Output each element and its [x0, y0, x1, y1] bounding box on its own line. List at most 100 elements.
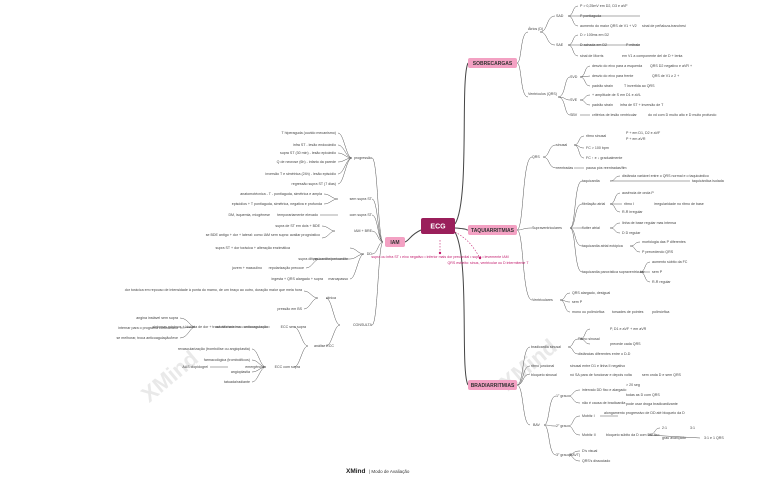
- node-sem-supra: sem supra ST: [350, 197, 373, 201]
- svg-text:FC > 100 bpm: FC > 100 bpm: [586, 146, 609, 150]
- topic-taquiarritmias[interactable]: TAQUIARRITMIAS: [468, 225, 517, 235]
- svg-text:P precedendo QRS: P precedendo QRS: [642, 250, 674, 254]
- svg-text:morfologia das P diferentes: morfologia das P diferentes: [642, 240, 686, 244]
- svg-text:jovem + masculino: jovem + masculino: [231, 266, 262, 270]
- svg-text:infra de ST + inversão de T: infra de ST + inversão de T: [620, 103, 664, 107]
- node-sbv: SBV: [570, 113, 578, 117]
- taqui-note-connector: [454, 231, 481, 259]
- svg-text:Mobitz II: Mobitz II: [582, 433, 596, 437]
- svg-text:ritmo sinusal: ritmo sinusal: [586, 134, 606, 138]
- svg-text:D D regular: D D regular: [622, 231, 641, 235]
- svg-text:QRS de V1 ≥ 2 +: QRS de V1 ≥ 2 +: [652, 74, 679, 78]
- svg-text:clínica: clínica: [326, 296, 336, 300]
- node-sve: SVE: [570, 98, 578, 102]
- footer-mode: | Modo de Avaliação: [369, 469, 410, 474]
- svg-text:distâncias diferentes entre o: distâncias diferentes entre o D-D: [578, 352, 631, 356]
- node-bav: BAV: [533, 423, 541, 427]
- svg-text:aumento súbito da FC: aumento súbito da FC: [652, 260, 688, 264]
- node-bradicardia-sinusal: bradicardia sinusal: [531, 345, 561, 349]
- svg-text:taquicardia: taquicardia: [582, 179, 600, 183]
- svg-text:T invertida ao QRS: T invertida ao QRS: [624, 84, 655, 88]
- node-sad: SAD: [556, 14, 564, 18]
- svg-text:QRS D2 negativo e aVR +: QRS D2 negativo e aVR +: [650, 64, 692, 68]
- svg-text:desvio do eixo para a esquerda: desvio do eixo para a esquerda: [592, 64, 642, 68]
- svg-text:episódios + T pontiaguda, simé: episódios + T pontiaguda, simétrica, neg…: [232, 202, 322, 206]
- node-svd: SVD: [570, 75, 578, 79]
- node-ventriculares: Ventriculares: [532, 298, 553, 302]
- node-com-supra: com supra ST: [350, 213, 373, 217]
- svg-text:todas as D com QRS: todas as D com QRS: [626, 393, 660, 397]
- svg-text:3:1 e 1 QRS: 3:1 e 1 QRS: [704, 436, 724, 440]
- svg-text:QRS alargado, desigual: QRS alargado, desigual: [572, 291, 610, 295]
- svg-text:se melhorar, troca anticoagula: se melhorar, troca anticoagulação/leve: [116, 336, 178, 340]
- iam-note: supra ou infra ST • eixo negativo • infe…: [371, 255, 508, 259]
- svg-text:IAM: IAM: [390, 240, 399, 246]
- svg-text:padrão strain: padrão strain: [592, 103, 613, 107]
- svg-text:pressão em BS: pressão em BS: [277, 307, 302, 311]
- svg-text:Q de necrose (6h) - infarto da: Q de necrose (6h) - infarto da parede: [277, 160, 336, 164]
- svg-text:farmacológica (trombolíticos): farmacológica (trombolíticos): [204, 358, 250, 362]
- svg-text:P + em D1, D2 e aVF: P + em D1, D2 e aVF: [626, 131, 661, 135]
- svg-text:ECC sem supra: ECC sem supra: [281, 325, 306, 329]
- svg-text:FC ↑ e ↓ gradualmente: FC ↑ e ↓ gradualmente: [586, 156, 622, 160]
- svg-text:TAQUIARRITMIAS: TAQUIARRITMIAS: [471, 228, 515, 234]
- svg-text:AAS clopidogrel: AAS clopidogrel: [182, 365, 208, 369]
- topic-iam[interactable]: IAM: [385, 237, 405, 247]
- svg-text:torsades de pointes: torsades de pointes: [612, 310, 644, 314]
- svg-text:sinal de peñaloza-tranchesi: sinal de peñaloza-tranchesi: [642, 24, 686, 28]
- svg-text:P, D1 e aVF + em aVR: P, D1 e aVF + em aVR: [610, 327, 647, 331]
- node-qrs: QRS: [532, 155, 540, 159]
- svg-text:supra ST + dor torácica + alte: supra ST + dor torácica + alteração enzi…: [216, 246, 290, 250]
- central-topic[interactable]: ECG: [421, 218, 455, 234]
- svg-text:análise ECC: análise ECC: [314, 344, 334, 348]
- svg-text:polimórfica: polimórfica: [652, 310, 669, 314]
- svg-text:regressão supra ST (7 dias): regressão supra ST (7 dias): [292, 182, 336, 186]
- topic-bradiarritmias[interactable]: BRADIARRITMIAS: [468, 380, 517, 390]
- svg-text:D's visual: D's visual: [582, 449, 597, 453]
- svg-text:sintomas mínimos + história de: sintomas mínimos + história de dor + tro…: [153, 325, 235, 329]
- svg-text:2:1: 2:1: [662, 426, 667, 430]
- svg-text:supra ST (30 min) - lesão epic: supra ST (30 min) - lesão epicárdio: [280, 151, 336, 155]
- svg-text:irregularidade no ritmo de bas: irregularidade no ritmo de base: [654, 202, 704, 206]
- topic-sobrecargas[interactable]: SOBRECARGAS: [468, 58, 517, 68]
- svg-text:do vd com D muito alto e D mui: do vd com D muito alto e D muito profund…: [648, 113, 716, 117]
- svg-text:infra ST - lesão endocárdio: infra ST - lesão endocárdio: [293, 143, 336, 147]
- svg-text:revascularização (trombólise o: revascularização (trombólise ou angiopla…: [178, 347, 250, 351]
- svg-text:pode usar droga bradicardizant: pode usar droga bradicardizante: [626, 402, 678, 406]
- note-dot: [478, 256, 482, 260]
- svg-text:sinusal entre D1 e linha II ne: sinusal entre D1 e linha II negativo: [570, 364, 625, 368]
- svg-text:critérios de lesão ventricular: critérios de lesão ventricular: [592, 113, 638, 117]
- svg-text:ritmo I: ritmo I: [624, 202, 634, 206]
- svg-text:intervalo DD fixo e alargado: intervalo DD fixo e alargado: [582, 388, 626, 392]
- svg-text:oclusão mínima - anticoagulaçã: oclusão mínima - anticoagulação: [215, 325, 268, 329]
- svg-text:sem onda D e sem QRS: sem onda D e sem QRS: [642, 373, 682, 377]
- svg-text:não é causa de bradicardia: não é causa de bradicardia: [582, 401, 625, 405]
- watermark-left: XMind: [136, 345, 203, 407]
- svg-text:fibrilação atrial: fibrilação atrial: [582, 202, 605, 206]
- footer-brand: XMind: [346, 468, 366, 475]
- svg-text:3° grau (BAVT): 3° grau (BAVT): [556, 453, 580, 457]
- svg-text:Mobitz I: Mobitz I: [582, 414, 595, 418]
- node-iam-bre: IAM + BRE: [354, 229, 372, 233]
- node-reentradas: reentradas: [556, 166, 573, 170]
- svg-text:taquicárdica isolada: taquicárdica isolada: [692, 179, 724, 183]
- sobrecargas-subtree: Átrios (D) SAD P > 0,25mV em D2, D3 e aV…: [528, 4, 716, 117]
- svg-text:grau avançado: grau avançado: [662, 436, 686, 440]
- node-atrios: Átrios (D): [528, 27, 543, 31]
- svg-text:supra difuso: supra difuso: [298, 257, 318, 261]
- svg-text:ingesta + QRS alargado + supra: ingesta + QRS alargado + supra: [271, 277, 323, 281]
- node-bloqueio-sinusal: bloqueio sinusal: [531, 373, 557, 377]
- svg-text:D > 100ms em D2: D > 100ms em D2: [580, 33, 609, 37]
- svg-text:ECC com supra: ECC com supra: [275, 365, 300, 369]
- svg-text:dor torácica em repouso de int: dor torácica em repouso de intensidade à…: [125, 288, 302, 292]
- node-progressao: progressão: [354, 156, 372, 160]
- node-consulta: CONSULTA: [353, 323, 373, 327]
- svg-text:se BDE antigo + dor + lateral:: se BDE antigo + dor + lateral: como IAM …: [206, 233, 320, 237]
- svg-text:R-R irregular: R-R irregular: [622, 210, 643, 214]
- svg-text:distância variável entre o QRS: distância variável entre o QRS normal e …: [622, 174, 709, 178]
- svg-text:D achada em D2: D achada em D2: [580, 43, 607, 47]
- svg-text:3:1: 3:1: [690, 426, 695, 430]
- svg-text:P > 0,25mV em D2, D3 e aVF: P > 0,25mV em D2, D3 e aVF: [580, 4, 628, 8]
- node-ventriculos: Ventrículos (QRS): [528, 92, 557, 96]
